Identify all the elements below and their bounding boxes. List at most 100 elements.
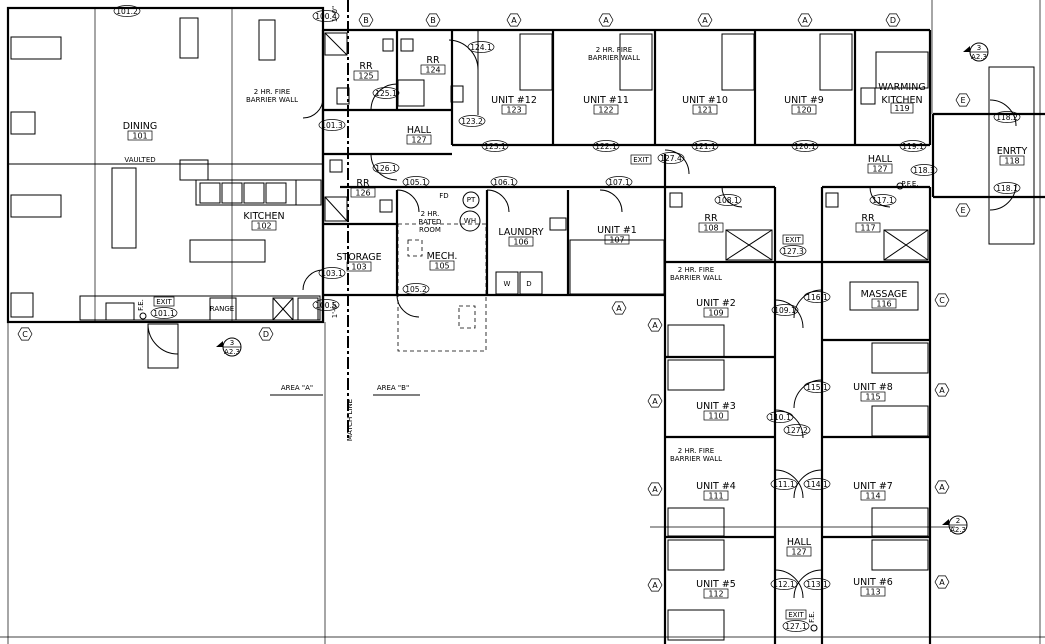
room-number-box: [999, 155, 1025, 166]
plan-label: 119: [894, 104, 909, 113]
section-mark-number: 3: [230, 339, 234, 347]
door-tag-oval: [782, 620, 810, 632]
door-tag: 109.1: [774, 306, 796, 315]
door-tag: 101.1: [153, 309, 175, 318]
door-tag-oval: [657, 152, 685, 164]
room-number-box: [703, 490, 729, 501]
room-number-unit6: 113: [865, 588, 880, 597]
grid-bubble: [797, 13, 813, 27]
door-tag-oval: [783, 424, 811, 436]
room-label-storage: STORAGE: [336, 252, 381, 263]
door-tag-oval: [312, 299, 340, 311]
room-label-rr117: RR: [861, 213, 875, 224]
room-number-box: [871, 298, 897, 309]
door-tag: 100.5: [315, 301, 337, 310]
plan-label: VAULTED: [124, 156, 155, 164]
room-label-unit11: UNIT #11: [583, 95, 629, 106]
room-label-unit4: UNIT #4: [696, 481, 736, 492]
door-tag: 100.4: [315, 12, 337, 21]
door-tag-oval: [605, 176, 633, 188]
door-tag: 127.2: [786, 426, 808, 435]
room-label-hall127b: HALL: [868, 154, 893, 165]
room-number-box: [127, 130, 153, 141]
door-tag: 123.1: [484, 142, 506, 151]
door-tag: 127.3: [782, 247, 804, 256]
room-number-box: [593, 104, 619, 115]
grid-bubble: [934, 293, 950, 307]
door-tag: 126.1: [375, 164, 397, 173]
door-tag-oval: [803, 291, 831, 303]
grid-bubble-label: E: [960, 206, 965, 215]
grid-bubble: [258, 327, 274, 341]
grid-bubble-label: A: [652, 581, 658, 590]
grid-bubble: [955, 203, 971, 217]
room-number-unit9: 120: [796, 106, 811, 115]
room-label-rr108: RR: [704, 213, 718, 224]
room-number-box: [860, 391, 886, 402]
grid-bubble-label: A: [652, 397, 658, 406]
room-number-box: [855, 222, 881, 233]
door-tag: 127.1: [785, 622, 807, 631]
door-tag: 113.1: [806, 580, 828, 589]
door-tag-oval: [490, 176, 518, 188]
door-tag: 118.3: [913, 166, 935, 175]
room-label-unit6: UNIT #6: [853, 577, 893, 588]
door-tag: 117.1: [872, 196, 894, 205]
grid-bubble-label: D: [263, 330, 269, 339]
room-number-massage: 116: [876, 300, 891, 309]
door-tag-oval: [318, 119, 346, 131]
room-number-box: [406, 134, 432, 145]
section-mark-number: 3: [977, 44, 981, 52]
room-number-box: [346, 261, 372, 272]
door-tag-oval: [592, 140, 620, 152]
grid-bubble-label: A: [652, 321, 658, 330]
door-tag-oval: [771, 304, 799, 316]
door-tag: 101.3: [321, 121, 343, 130]
plan-label: ROOM: [419, 226, 441, 234]
room-label-massage: MASSAGE: [861, 289, 908, 300]
door-tag: 121.1: [694, 142, 716, 151]
door-tag-oval: [481, 140, 509, 152]
room-number-hall127c: 127: [791, 548, 806, 557]
section-mark-arrow: [963, 46, 970, 52]
room-number-unit12: 123: [506, 106, 521, 115]
room-number-unit2: 109: [708, 309, 723, 318]
door-tag-oval: [766, 411, 794, 423]
plan-label: AREA "A": [281, 384, 313, 392]
exit-sign: [785, 609, 807, 620]
door-tag: 125.1: [375, 89, 397, 98]
room-label-unit2: UNIT #2: [696, 298, 736, 309]
door-tag-oval: [150, 307, 178, 319]
door-tag-oval: [372, 162, 400, 174]
room-number-hall127a: 127: [411, 136, 426, 145]
room-number-box: [251, 220, 277, 231]
room-number-mech: 105: [434, 262, 449, 271]
room-label-rr125: RR: [359, 61, 373, 72]
plan-label: WH: [464, 217, 476, 225]
door-tag: 110.1: [769, 413, 791, 422]
fire-extinguisher-label: F.E.: [137, 299, 145, 311]
room-number-unit7: 114: [865, 492, 880, 501]
door-tag: 118.1: [996, 184, 1018, 193]
fire-barrier-note: 2 HR. FIRE: [596, 46, 632, 54]
room-number-box: [791, 104, 817, 115]
fire-barrier-note: BARRIER WALL: [670, 274, 722, 282]
room-label-unit12: UNIT #12: [491, 95, 537, 106]
fire-barrier-note: 2 HR. FIRE: [678, 447, 714, 455]
grid-bubble-label: A: [616, 304, 622, 313]
door-tag: 115.1: [806, 383, 828, 392]
exit-sign: [630, 154, 652, 165]
door-tag-oval: [770, 478, 798, 490]
grid-bubble: [611, 301, 627, 315]
room-label-kitchen: KITCHEN: [243, 211, 284, 222]
door-tag: 123.2: [461, 117, 483, 126]
room-number-box: [703, 307, 729, 318]
door-tag-oval: [791, 140, 819, 152]
exit-sign-label: EXIT: [785, 236, 801, 244]
room-number-rr125: 125: [358, 72, 373, 81]
exit-sign-label: EXIT: [156, 298, 172, 306]
room-label-unit3: UNIT #3: [696, 401, 736, 412]
section-mark-number: 2: [956, 517, 960, 525]
room-number-box: [860, 586, 886, 597]
